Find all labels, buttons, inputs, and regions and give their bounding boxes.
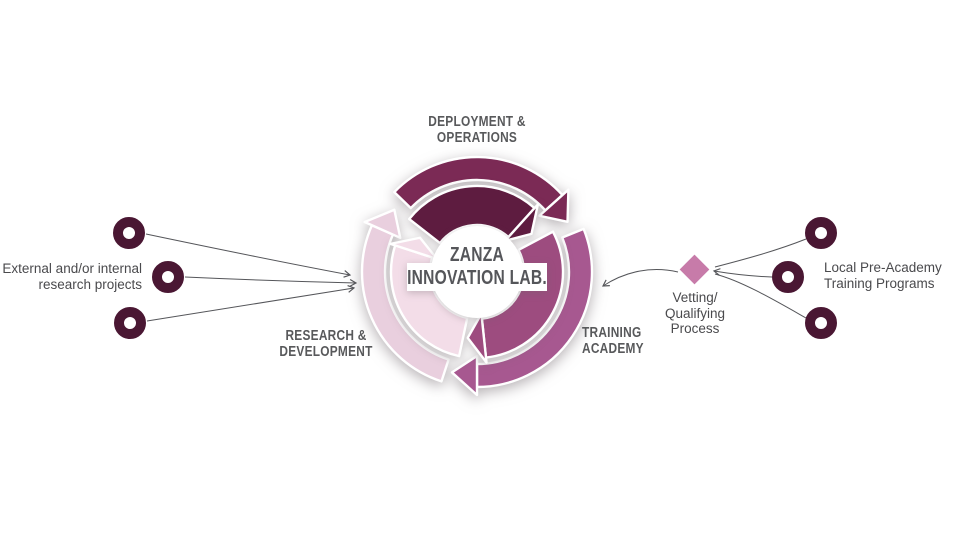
right-group-label-line2: Training Programs <box>824 275 935 291</box>
wheel-inner-arrowhead-training-academy <box>466 312 488 364</box>
vetting-label-line3: Process <box>670 321 720 336</box>
wheel-arrowhead-deployment-operations <box>538 188 570 224</box>
vetting-label-line2: Qualifying <box>664 305 726 321</box>
research-node-3 <box>114 307 146 339</box>
connector-left-middle <box>184 276 358 287</box>
center-title-line1: ZANZA <box>449 244 505 266</box>
label-research-development: RESEARCH & DEVELOPMENT <box>269 328 384 360</box>
left-group-label-line1: External and/or internal <box>2 261 142 276</box>
wheel-inner-arc-deployment-operations <box>408 184 536 245</box>
label-research-line2: DEVELOPMENT <box>279 344 373 360</box>
right-group-label-line1: Local Pre-Academy <box>824 260 942 275</box>
connector-right-bottom <box>714 273 807 319</box>
left-group-label-line2: research projects <box>38 276 142 292</box>
wheel-arrowhead-research-development <box>363 208 402 240</box>
label-deployment-line1: DEPLOYMENT & <box>428 114 526 130</box>
research-node-2 <box>152 261 184 293</box>
wheel-outer-ring <box>360 155 594 397</box>
connector-left-bottom <box>146 285 356 322</box>
training-node-3 <box>805 307 837 339</box>
connector-right-middle <box>712 268 773 278</box>
label-research-line1: RESEARCH & <box>285 328 367 344</box>
label-training-line2: ACADEMY <box>582 341 644 357</box>
training-node-2 <box>772 261 804 293</box>
training-node-1 <box>805 217 837 249</box>
connector-lines <box>145 233 807 322</box>
wheel-inner-arrowhead-deployment-operations <box>503 203 540 242</box>
right-group-label: Local Pre-Academy Training Programs <box>824 260 960 291</box>
center-disc <box>407 226 547 318</box>
center-title-line2: INNOVATION LAB. <box>407 267 547 289</box>
vetting-label: Vetting/ Qualifying Process <box>645 290 745 337</box>
center-label-plate <box>407 263 547 291</box>
vetting-label-line1: Vetting/ <box>672 290 718 305</box>
label-deployment-operations: DEPLOYMENT & OPERATIONS <box>395 114 559 146</box>
label-deployment-line2: OPERATIONS <box>436 130 518 146</box>
label-training-line1: TRAINING <box>582 325 642 341</box>
connector-left-top <box>145 233 352 278</box>
wheel-inner-arrowhead-research-development <box>389 236 439 261</box>
connector-right-top <box>714 238 807 268</box>
wheel-arrowhead-training-academy <box>450 354 479 397</box>
left-group-label: External and/or internal research projec… <box>0 261 142 292</box>
label-training-academy: TRAINING ACADEMY <box>582 325 697 357</box>
research-node-1 <box>113 217 145 249</box>
center-title: ZANZA INNOVATION LAB. <box>399 244 555 290</box>
connector-vetting-to-lab <box>601 269 679 287</box>
